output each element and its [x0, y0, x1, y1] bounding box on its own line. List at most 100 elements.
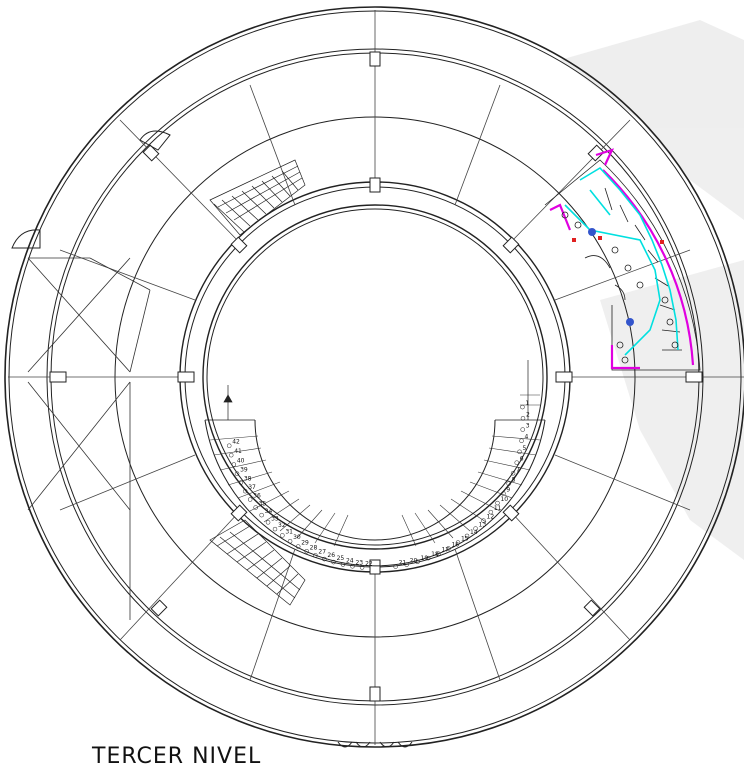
- right-step-marker: [519, 438, 524, 443]
- right-step-label: 6: [520, 456, 524, 463]
- core-void-inner: [206, 208, 544, 546]
- left-step-marker: [238, 480, 244, 485]
- left-step-marker: [280, 533, 285, 538]
- right-step-label: 20: [410, 558, 418, 565]
- stair-upper-left: [209, 159, 306, 236]
- left-step-label: 38: [244, 476, 252, 483]
- left-step-label: 40: [237, 458, 245, 465]
- right-step-marker: [404, 562, 409, 567]
- right-step-label: 8: [512, 477, 516, 484]
- right-step-label: 5: [523, 445, 527, 452]
- left-step-marker: [247, 497, 253, 502]
- right-step-label: 12: [487, 514, 495, 521]
- right-step-marker: [415, 559, 420, 565]
- right-step-marker: [517, 449, 522, 455]
- left-step-label: 37: [248, 484, 256, 491]
- left-step-marker: [272, 526, 278, 532]
- plumbing-magenta: [549, 148, 695, 370]
- left-step-marker: [340, 562, 346, 567]
- right-step-label: 10: [500, 496, 508, 503]
- left-step-label: 31: [285, 528, 293, 535]
- columns: [49, 51, 703, 702]
- left-step-label: 26: [327, 552, 335, 559]
- right-step-label: 1: [525, 400, 529, 407]
- door-left: [11, 229, 41, 249]
- left-step-label: 25: [337, 555, 345, 562]
- left-step-label: 34: [265, 508, 273, 515]
- right-step-marker: [506, 481, 511, 486]
- right-step-label: 3: [526, 423, 530, 430]
- right-step-label: 19: [421, 555, 429, 562]
- right-step-marker: [473, 526, 478, 531]
- left-step-marker: [231, 462, 237, 467]
- right-step-label: 15: [461, 536, 469, 543]
- left-step-marker: [265, 520, 271, 525]
- left-step-label: 32: [278, 522, 286, 529]
- door-nw: [139, 130, 171, 151]
- restroom-zone: [544, 159, 701, 371]
- stair-lower-left: [209, 519, 306, 606]
- right-step-marker: [393, 564, 398, 569]
- left-step-marker: [226, 443, 232, 448]
- central-stair: [204, 360, 546, 567]
- left-step-label: 30: [293, 534, 301, 541]
- right-step-marker: [514, 460, 519, 465]
- left-step-marker: [259, 512, 264, 518]
- right-step-label: 7: [516, 466, 520, 473]
- fixture-markers: [572, 228, 664, 326]
- left-step-label: 24: [346, 557, 354, 564]
- outer-wall: [4, 6, 744, 748]
- left-step-label: 28: [310, 544, 318, 551]
- right-step-label: 4: [525, 434, 529, 441]
- right-step-marker: [520, 404, 525, 410]
- right-step-label: 2: [526, 411, 530, 418]
- left-step-marker: [234, 471, 240, 476]
- right-step-marker: [436, 551, 441, 556]
- right-step-label: 16: [451, 541, 459, 548]
- left-step-label: 41: [234, 448, 242, 455]
- right-step-marker: [455, 540, 461, 545]
- entrance-doors: [337, 741, 413, 748]
- left-step-marker: [350, 564, 355, 569]
- left-step-label: 29: [301, 540, 309, 547]
- left-step-label: 35: [259, 501, 267, 508]
- left-step-marker: [287, 538, 293, 544]
- right-step-label: 14: [470, 529, 478, 536]
- left-step-marker: [295, 544, 301, 549]
- watermark-seal: [560, 20, 744, 560]
- right-step-label: 13: [479, 522, 487, 529]
- fixtures: [561, 211, 679, 364]
- left-step-marker: [322, 556, 327, 562]
- right-step-marker: [425, 555, 431, 561]
- left-step-marker: [359, 565, 365, 570]
- right-step-label: 9: [506, 487, 510, 494]
- left-step-label: 27: [318, 548, 326, 555]
- right-step-marker: [481, 518, 486, 523]
- left-step-label: 33: [271, 515, 279, 522]
- left-step-marker: [253, 505, 258, 510]
- right-step-marker: [464, 533, 470, 539]
- left-step-label: 42: [232, 439, 240, 446]
- left-step-marker: [331, 559, 336, 565]
- right-step-marker: [446, 546, 451, 551]
- right-step-label: 17: [441, 547, 449, 554]
- core-void: [202, 204, 548, 550]
- left-step-label: 39: [240, 467, 248, 474]
- right-step-marker: [520, 427, 525, 432]
- left-step-marker: [228, 452, 234, 458]
- plan-title: TERCER NIVEL: [92, 744, 262, 769]
- left-step-label: 22: [365, 560, 373, 567]
- right-step-marker: [520, 416, 526, 421]
- right-step-marker: [510, 471, 516, 476]
- right-step-marker: [501, 491, 506, 496]
- left-step-marker: [304, 549, 309, 554]
- left-step-label: 23: [355, 559, 363, 566]
- right-step-marker: [495, 500, 500, 506]
- left-step-label: 36: [253, 493, 261, 500]
- right-step-marker: [488, 509, 494, 515]
- left-room: [27, 257, 151, 620]
- right-step-label: 11: [494, 505, 502, 512]
- left-step-marker: [313, 553, 318, 558]
